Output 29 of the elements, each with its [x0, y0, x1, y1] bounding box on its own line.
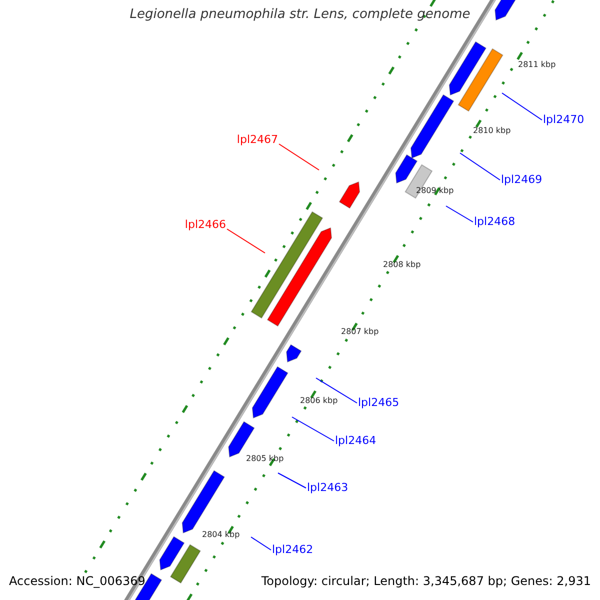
leader-line: [316, 378, 358, 404]
position-label: 2810 kbp: [473, 126, 511, 136]
leader-line: [278, 144, 320, 170]
leader-line: [278, 472, 306, 488]
leader-line: [226, 228, 266, 254]
map-info-text: Accession: NC_006369: [9, 574, 146, 588]
position-label: 2806 kbp: [300, 396, 338, 406]
leader-line: [250, 536, 272, 550]
gene-label: lpl2465: [358, 396, 400, 410]
position-label: 2809 kbp: [416, 186, 454, 196]
position-label: 2807 kbp: [341, 327, 379, 337]
gene-label: lpl2467: [236, 133, 278, 147]
gene-label: lpl2462: [272, 543, 314, 557]
gene-label: lpl2470: [543, 113, 584, 127]
gene-label: lpl2464: [335, 434, 376, 448]
leader-line: [502, 92, 542, 120]
leader-line: [460, 152, 500, 180]
position-label: 2804 kbp: [202, 530, 240, 540]
gene-label: lpl2469: [501, 173, 542, 187]
position-label: 2805 kbp: [246, 454, 284, 464]
gene-label: lpl2463: [307, 481, 348, 495]
gene-label: lpl2468: [474, 215, 516, 229]
map-title: Legionella pneumophila str. Lens, complete genome: [128, 8, 472, 21]
leader-line: [446, 206, 474, 222]
leader-line: [292, 416, 334, 442]
position-label: 2808 kbp: [383, 260, 421, 270]
position-label: 2811 kbp: [518, 60, 556, 70]
gene-label: lpl2466: [184, 218, 226, 232]
map-info-text: Topology: circular; Length: 3,345,687 bp; Genes: 2,931: [261, 574, 591, 588]
